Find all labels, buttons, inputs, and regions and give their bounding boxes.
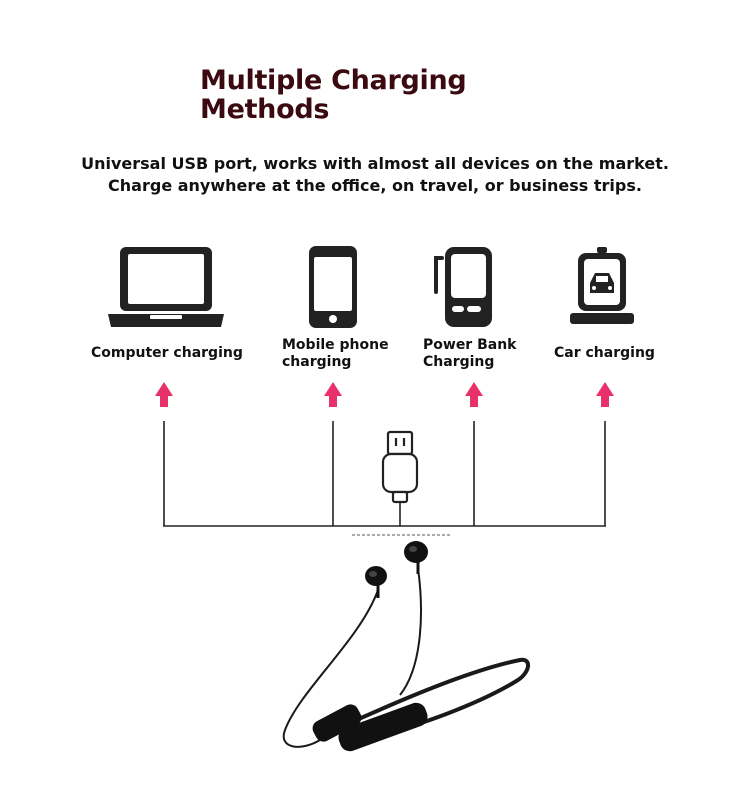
- usb-connector-icon: [381, 430, 419, 504]
- label-computer-charging: Computer charging: [91, 345, 243, 361]
- arrows: [155, 382, 614, 407]
- laptop-icon: [108, 247, 224, 327]
- subtitle-line-1: Universal USB port, works with almost al…: [81, 154, 669, 173]
- label-mobile-phone-line-1: Mobile phone: [282, 337, 389, 353]
- label-power-bank-charging: Power Bank Charging: [423, 337, 533, 371]
- label-mobile-phone-charging: Mobile phone charging: [282, 337, 392, 371]
- arrow-up-icon: [596, 382, 614, 407]
- title-line-1: Multiple Charging: [200, 65, 467, 96]
- arrow-up-icon: [324, 382, 342, 407]
- arrow-up-icon: [465, 382, 483, 407]
- title-line-2: Methods: [200, 94, 330, 125]
- power-bank-icon: [434, 247, 492, 327]
- neckband-earphones-image: [282, 541, 530, 752]
- car-charging-icon: [570, 247, 634, 324]
- label-power-bank-line-1: Power Bank: [423, 337, 517, 353]
- label-mobile-phone-line-2: charging: [282, 354, 352, 370]
- subtitle-line-2: Charge anywhere at the office, on travel…: [108, 176, 642, 195]
- arrow-up-icon: [155, 382, 173, 407]
- page-title: Multiple Charging Methods: [200, 66, 520, 124]
- label-power-bank-line-2: Charging: [423, 354, 495, 370]
- mobile-phone-icon: [309, 246, 357, 328]
- subtitle: Universal USB port, works with almost al…: [60, 153, 690, 197]
- connector-lines: [163, 421, 606, 527]
- label-car-charging: Car charging: [554, 345, 655, 361]
